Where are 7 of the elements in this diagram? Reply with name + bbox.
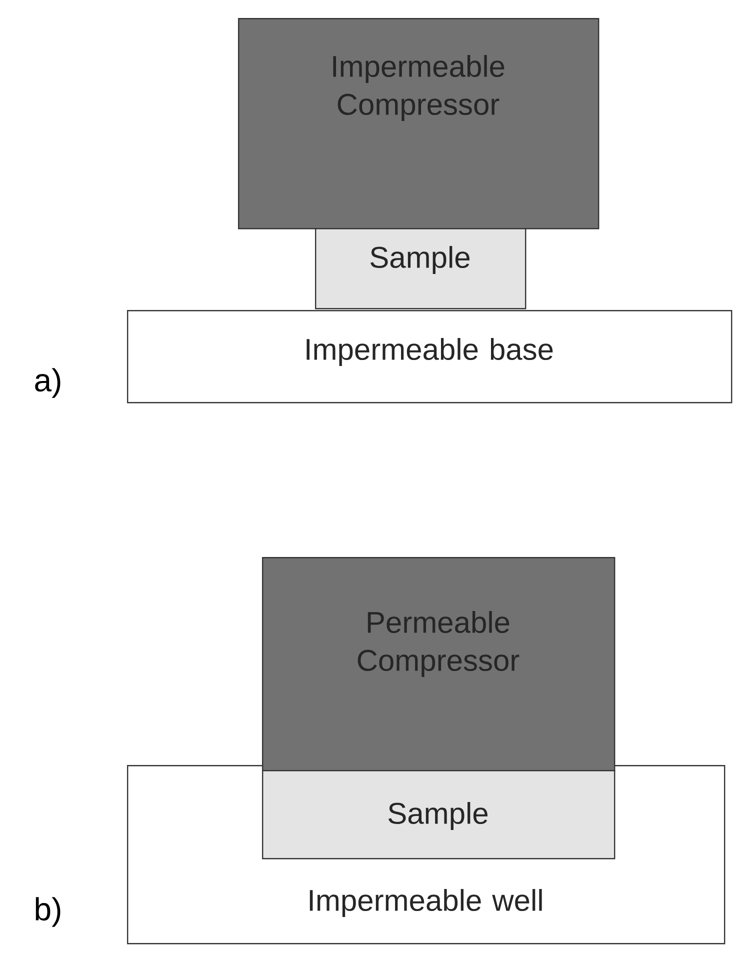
sample-block: Sample xyxy=(315,228,526,310)
base-block: Impermeable base xyxy=(127,310,732,404)
sample-block: Sample xyxy=(262,770,616,860)
panel-label: a) xyxy=(35,368,60,398)
compressor-block: Impermeable Compressor xyxy=(238,18,600,230)
compressor-block: Permeable Compressor xyxy=(262,557,616,772)
panel-label: b) xyxy=(36,897,60,927)
